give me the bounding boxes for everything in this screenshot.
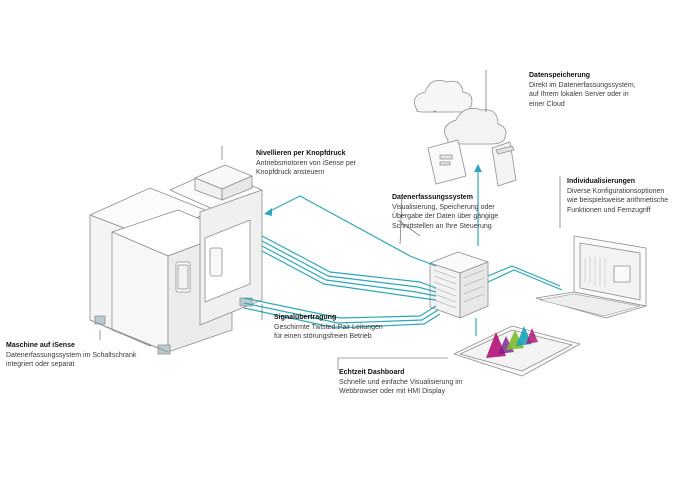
label-line: Übergabe der Daten über gängige xyxy=(392,213,499,221)
label-line: einer Cloud xyxy=(529,100,565,108)
label-title: Maschine auf iSense xyxy=(6,342,75,349)
laptop-icon xyxy=(535,235,647,319)
label-line: wie beispielsweise arithmetische xyxy=(567,197,669,205)
label-line: Knopfdruck ansteuern xyxy=(256,169,325,177)
label-nivellieren: Nivellieren per Knopfdruck Antriebsmotor… xyxy=(256,149,406,178)
label-line: auf Ihrem lokalen Server oder in xyxy=(529,91,629,99)
label-line: Diverse Konfigurationsoptionen xyxy=(567,187,665,195)
label-datenerfassung: Datenerfassungssystem Visualisierung, Sp… xyxy=(392,193,532,231)
dashboard-peaks xyxy=(486,326,538,358)
label-line: Visualisierung, Speicherung oder xyxy=(392,203,495,211)
label-dashboard: Echtzeit Dashboard Schnelle und einfache… xyxy=(339,368,509,397)
machine-icon xyxy=(89,164,263,355)
label-line: Antriebsmotoren von iSense per xyxy=(256,159,356,167)
label-line: Funktionen und Fernzugriff xyxy=(567,206,651,214)
label-datenspeicherung: Datenspeicherung Direkt im Datenerfassun… xyxy=(529,71,679,109)
label-line: für einen störungsfreien Betrieb xyxy=(274,333,372,341)
cloud-icon: ☁ xyxy=(413,79,507,145)
label-signal: Signalübertragung Geschirmte Twisted-Pai… xyxy=(274,313,424,342)
label-title: Individualisierungen xyxy=(567,178,636,185)
label-line: Direkt im Datenerfassungssystem, xyxy=(529,81,636,89)
tablet-dashboard-icon xyxy=(453,325,581,377)
label-title: Datenerfassungssystem xyxy=(392,194,473,201)
server-rack-icon xyxy=(429,251,489,319)
label-line: Webbrowser oder mit HMI Display xyxy=(339,388,446,396)
label-title: Datenspeicherung xyxy=(529,72,591,79)
svg-text:☁: ☁ xyxy=(432,108,437,113)
label-title: Echtzeit Dashboard xyxy=(339,369,405,376)
storage-unit-icon xyxy=(427,139,517,187)
label-line: Schnelle und einfache Visualisierung im xyxy=(339,378,463,386)
label-line: integriert oder separat xyxy=(6,361,75,369)
label-title: Signalübertragung xyxy=(274,314,337,321)
label-line: Geschirmte Twisted-Pair Leitungen xyxy=(274,323,383,331)
leader-lines xyxy=(99,70,561,370)
label-individualisierungen: Individualisierungen Diverse Konfigurati… xyxy=(567,177,687,215)
label-line: Schnittstellen an Ihre Steuerung xyxy=(392,222,492,230)
signal-cables xyxy=(243,164,563,336)
label-title: Nivellieren per Knopfdruck xyxy=(256,150,346,157)
label-maschine: Maschine auf iSense Datenerfassungssyste… xyxy=(6,341,176,370)
label-line: Datenerfassungssystem im Schaltschrank xyxy=(6,351,137,359)
